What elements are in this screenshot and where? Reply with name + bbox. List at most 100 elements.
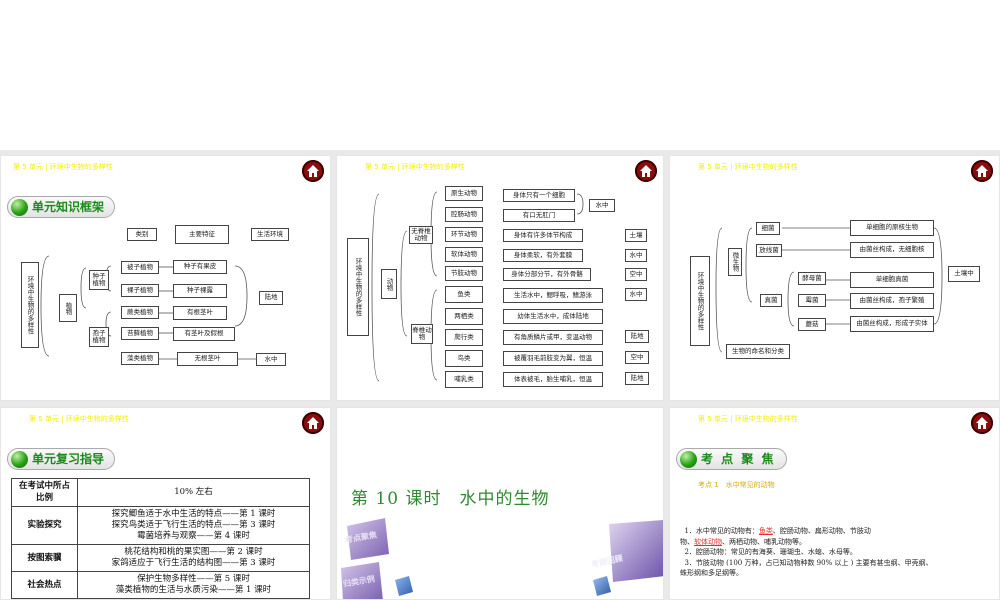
content-line: 3．节肢动物 (100 万种，占已知动物种数 90% 以上 ) 主要有甚虫纲、甲…	[680, 558, 950, 569]
feature-coelenterate: 有口无肛门	[503, 209, 575, 222]
env-water-3: 水中	[625, 288, 647, 301]
column-divider	[331, 150, 336, 600]
home-button[interactable]	[971, 412, 993, 434]
content-line: 物、软体动物、两栖动物、哺乳动物等。	[680, 537, 950, 548]
node-moss: 苔藓植物	[121, 327, 159, 340]
node-invertebrate: 无脊椎动物	[409, 226, 433, 244]
feature-mammal: 体表被毛，胎生哺乳，恒温	[503, 372, 603, 387]
content-text: 、腔肠动物、扁形动物、节肢动	[772, 527, 871, 535]
home-icon	[307, 417, 319, 429]
content-text: 3．节肢动物 (100 万种，占已知动物种数 90% 以上 ) 主要有甚虫纲、甲…	[684, 558, 933, 567]
node-seed-plant: 种子植物	[89, 270, 109, 290]
green-bullet-icon	[11, 199, 28, 216]
content-text: 、两栖动物、哺乳动物等。	[722, 537, 806, 546]
content-text: 蛛形纲和多足纲等。	[680, 569, 743, 577]
row-divider	[0, 150, 1000, 155]
home-icon	[976, 417, 988, 429]
home-button[interactable]	[971, 160, 993, 182]
node-mollusk: 软体动物	[445, 247, 483, 262]
node-mushroom: 蘑菇	[798, 318, 826, 331]
table-cell: 保护生物多样性——第 5 课时 藻类植物的生活与水质污染——第 1 课时	[77, 571, 310, 599]
env-water: 水中	[256, 353, 286, 366]
node-spore-plant: 孢子植物	[89, 327, 109, 347]
node-naming-classification: 生物的命名和分类	[726, 344, 790, 359]
feature-fern: 有根茎叶	[173, 306, 227, 320]
slide-1-thumbnail[interactable]: 第 5 单元 | 环境中生物的多样性 单元知识框架 类别 主要特征 生活环境 环…	[0, 155, 331, 401]
tile-decoration-left	[341, 518, 413, 599]
slide-4-thumbnail[interactable]: 第 5 单元 | 环境中生物的多样性 单元复习指导 在考试中所占比例 10% 左…	[0, 407, 331, 600]
section-title-pill: 考 点 聚 焦	[676, 448, 787, 470]
node-algae: 藻类植物	[121, 352, 159, 365]
feature-arthropod: 身体分部分节，有外骨骼	[503, 268, 591, 281]
home-button[interactable]	[635, 160, 657, 182]
feature-angiosperm: 种子有果皮	[173, 260, 227, 274]
node-mold: 霉菌	[798, 294, 826, 307]
env-land-2: 陆地	[625, 372, 649, 385]
table-line: 家鸽适应于飞行生活的结构图——第 3 课时	[111, 558, 276, 569]
feature-actinomycete: 由菌丝构成，无细胞核	[850, 242, 934, 258]
slide-6-thumbnail[interactable]: 第 5 单元 | 环境中生物的多样性 考 点 聚 焦 考点 1 水中常见的动物 …	[669, 407, 1000, 600]
env-soil: 土壤	[625, 229, 647, 242]
node-bacteria: 细菌	[756, 222, 780, 235]
table-cell: 按图索骥	[11, 544, 78, 573]
review-guide-table: 在考试中所占比例 10% 左右 实验探究 探究鲫鱼适于水中生活的特点——第 1 …	[11, 478, 310, 599]
header-environment: 生活环境	[251, 228, 289, 241]
feature-algae: 无根茎叶	[177, 352, 238, 366]
table-line: 探究鸟类适于飞行生活的特点——第 3 课时	[111, 520, 276, 531]
feature-bird: 被覆羽毛前肢变为翼，恒温	[503, 351, 603, 366]
node-fungi: 真菌	[760, 294, 782, 307]
slide-5-thumbnail[interactable]: 第 10 课时 水中的生物 考点聚焦 归类示例 考题回顾	[336, 407, 664, 600]
node-annelid: 环节动物	[445, 227, 483, 242]
green-bullet-icon	[680, 451, 697, 468]
home-icon	[307, 165, 319, 177]
env-water-2: 水中	[625, 249, 647, 262]
node-gymnosperm: 裸子植物	[121, 284, 159, 297]
node-vertebrate: 脊椎动物	[411, 324, 433, 344]
root-node: 环境中生物的多样性	[690, 256, 710, 346]
feature-bacteria: 单细胞的原核生物	[850, 220, 934, 236]
slide-header: 第 5 单元 | 环境中生物的多样性	[13, 163, 113, 171]
feature-mollusk: 身体柔软，有外套膜	[503, 249, 583, 262]
content-text: 物、	[680, 537, 694, 546]
row-divider	[0, 401, 1000, 407]
section-title-pill: 单元知识框架	[7, 196, 116, 218]
env-air-2: 空中	[625, 351, 649, 364]
slide-3-thumbnail[interactable]: 第 5 单元 | 环境中生物的多样性 环境中生物的多样性 微生物 细菌 放线菌 …	[669, 155, 1000, 401]
home-button[interactable]	[302, 412, 324, 434]
feature-annelid: 身体有许多体节构成	[503, 229, 583, 242]
env-air: 空中	[625, 268, 647, 281]
env-land: 陆地	[625, 330, 649, 343]
home-button[interactable]	[302, 160, 324, 182]
content-line: 2．腔肠动物：常见的有海葵、珊瑚虫、水螅、水母等。	[680, 547, 950, 558]
node-microorganism: 微生物	[728, 248, 742, 276]
node-reptile: 爬行类	[445, 329, 483, 346]
table-cell: 实验探究	[11, 505, 78, 546]
root-node: 环境中生物的多样性	[21, 262, 39, 348]
node-angiosperm: 被子植物	[121, 261, 159, 274]
feature-gymnosperm: 种子裸露	[173, 284, 227, 298]
slide-2-thumbnail[interactable]: 第 5 单元 | 环境中生物的多样性 环境中生物的多样性 动物 无脊椎动物 脊椎…	[336, 155, 664, 401]
feature-fish: 生活水中，鳃呼吸，鳍游泳	[503, 288, 603, 303]
green-bullet-icon	[11, 451, 28, 468]
table-line: 桃花结构和桃的果实图——第 2 课时	[124, 547, 263, 558]
lesson-title: 第 10 课时 水中的生物	[351, 489, 550, 509]
node-fish: 鱼类	[445, 286, 483, 303]
slide-header: 第 5 单元 | 环境中生物的多样性	[29, 415, 129, 423]
header-category: 类别	[127, 228, 157, 241]
table-row: 按图索骥 桃花结构和桃的果实图——第 2 课时 家鸽适应于飞行生活的结构图——第…	[11, 544, 310, 573]
node-arthropod: 节肢动物	[445, 266, 483, 281]
topic-subtitle: 考点 1 水中常见的动物	[698, 481, 775, 489]
feature-mold: 由菌丝构成，孢子繁殖	[850, 293, 934, 309]
table-line: 探究鲫鱼适于水中生活的特点——第 1 课时	[111, 509, 276, 519]
table-line: 藻类植物的生活与水质污染——第 1 课时	[115, 585, 272, 596]
content-line: 蛛形纲和多足纲等。	[680, 568, 950, 579]
feature-mushroom: 由菌丝构成，形成子实体	[850, 316, 934, 332]
node-yeast: 酵母菌	[798, 272, 826, 285]
node-protozoa: 原生动物	[445, 186, 483, 201]
node-bird: 鸟类	[445, 350, 483, 367]
table-row: 在考试中所占比例 10% 左右	[11, 478, 310, 507]
topic-content: 1．水中常见的动物有：鱼类、腔肠动物、扁形动物、节肢动 物、软体动物、两栖动物、…	[680, 526, 950, 579]
section-title: 单元复习指导	[32, 452, 105, 466]
slide-header: 第 5 单元 | 环境中生物的多样性	[365, 163, 465, 171]
